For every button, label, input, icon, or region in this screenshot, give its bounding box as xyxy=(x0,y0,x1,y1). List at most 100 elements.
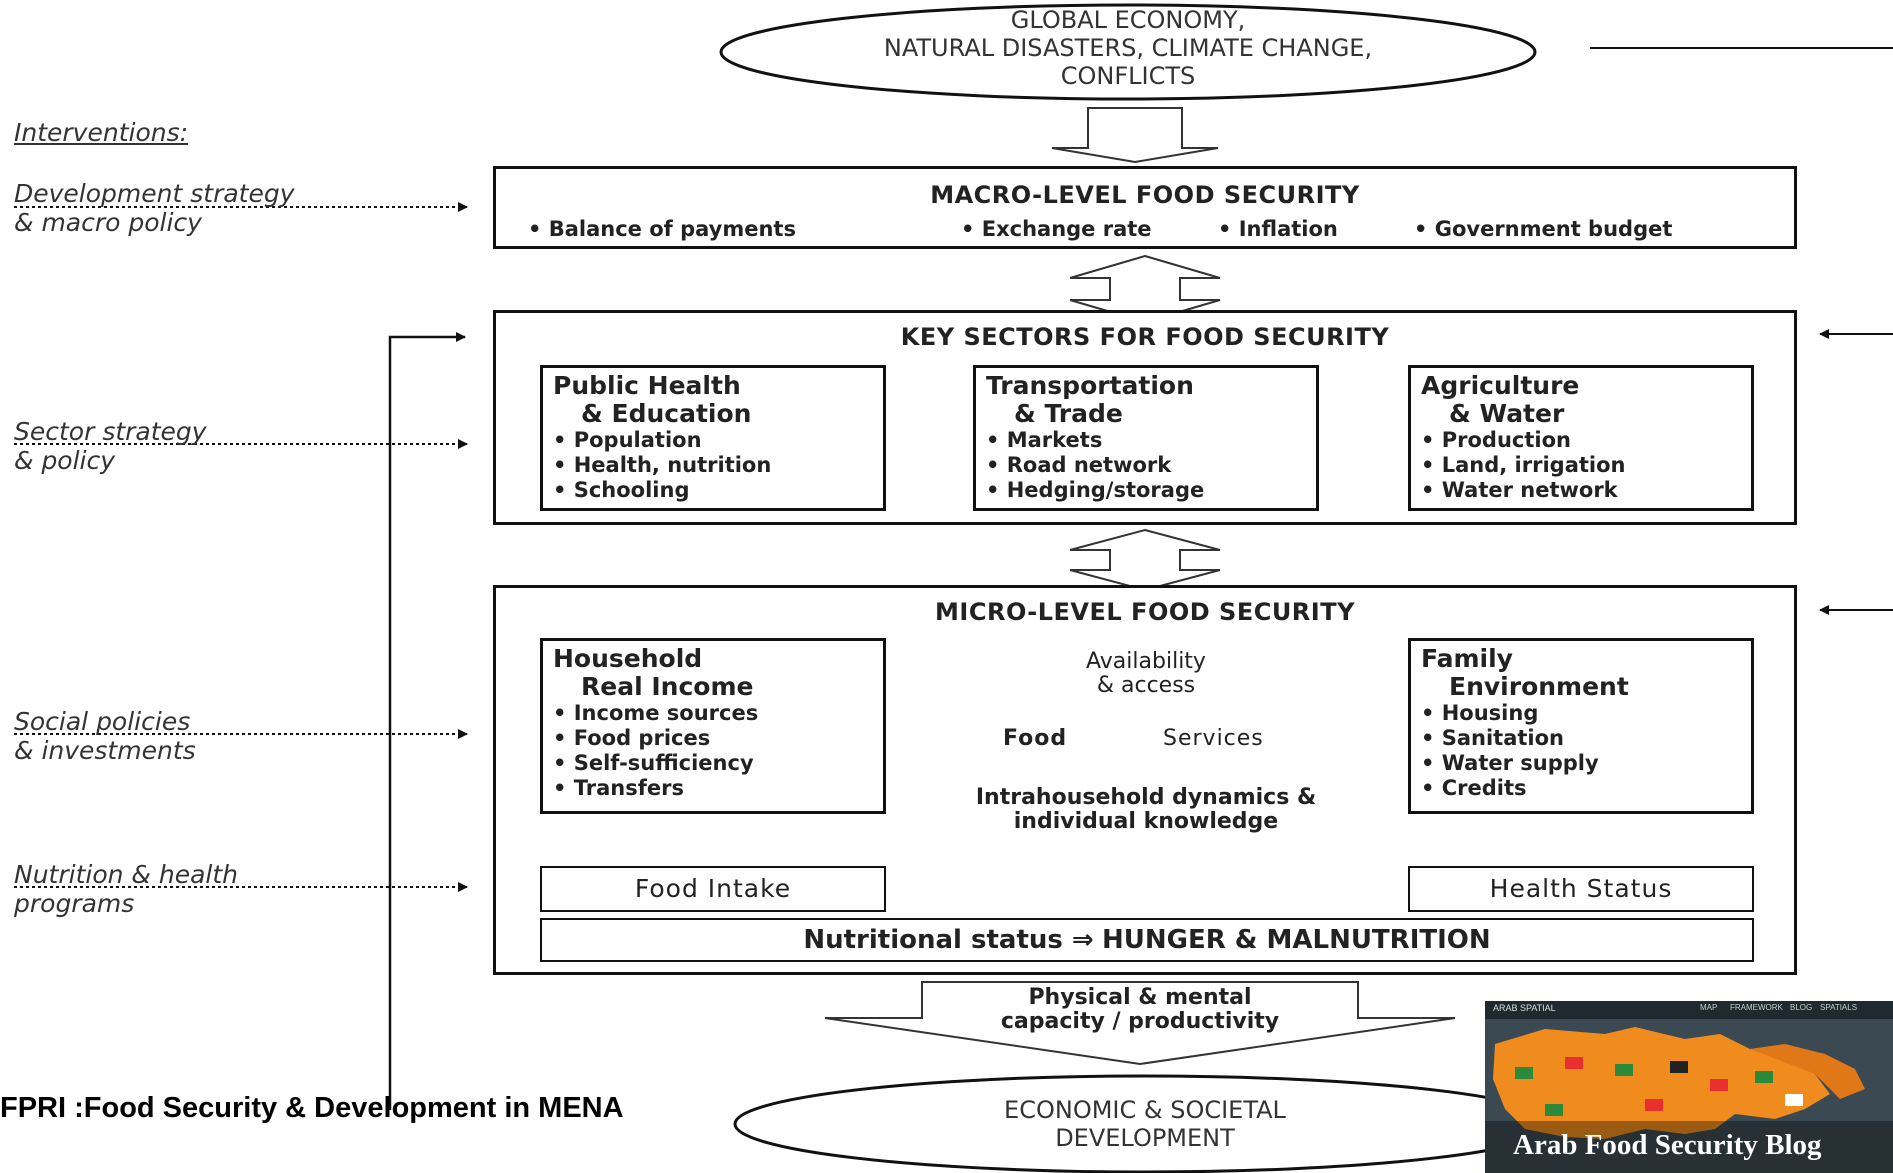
sector-item: • Markets xyxy=(986,428,1103,452)
sector-item: • Water network xyxy=(1421,478,1618,502)
source-caption: FPRI :Food Security & Development in MEN… xyxy=(0,1092,624,1124)
sector-item: • Land, irrigation xyxy=(1421,453,1626,477)
feedback-line xyxy=(388,332,466,1110)
sector-heading-line: Agriculture xyxy=(1421,371,1580,400)
health-status-box: Health Status xyxy=(1408,866,1754,912)
thumbnail-nav-item: BLOG xyxy=(1790,1003,1813,1012)
top-ellipse-line: CONFLICTS xyxy=(1060,62,1196,90)
family-item: • Credits xyxy=(1421,776,1527,800)
capacity-line: Physical & mental xyxy=(1028,985,1252,1010)
intervention-line: Sector strategy xyxy=(14,417,207,446)
thumbnail-nav-item: MAP xyxy=(1700,1003,1718,1012)
down-arrow-to-macro xyxy=(1051,107,1219,164)
bottom-ellipse-line: ECONOMIC & SOCIETAL xyxy=(1004,1096,1286,1124)
sector-health-education: Public Health & Education • Population •… xyxy=(540,365,886,511)
food-label: Food xyxy=(1003,726,1068,751)
sector-heading-line: & Education xyxy=(581,399,752,428)
household-heading-line: Real Income xyxy=(581,672,754,701)
availability-access: Availability & access xyxy=(996,650,1296,698)
sector-transportation-trade: Transportation & Trade • Markets • Road … xyxy=(973,365,1319,511)
capacity-productivity: Physical & mental capacity / productivit… xyxy=(920,986,1360,1034)
sector-item: • Hedging/storage xyxy=(986,478,1205,502)
top-ellipse xyxy=(719,3,1537,101)
thumbnail-navbar: ARAB SPATIAL MAP FRAMEWORK BLOG SPATIALS xyxy=(1485,1001,1893,1019)
capacity-line: capacity / productivity xyxy=(1000,1009,1280,1034)
double-arrow-sectors-micro xyxy=(1069,528,1221,592)
intrahousehold-dynamics: Intrahousehold dynamics & individual kno… xyxy=(906,786,1386,834)
key-sectors-box: KEY SECTORS FOR FOOD SECURITY Public Hea… xyxy=(493,310,1797,525)
sector-heading-line: & Water xyxy=(1449,399,1565,428)
bottom-ellipse-text: ECONOMIC & SOCIETAL DEVELOPMENT xyxy=(845,1096,1445,1152)
top-ellipse-line: GLOBAL ECONOMY, xyxy=(1010,6,1246,34)
household-item: • Income sources xyxy=(553,701,759,725)
sector-heading-line: Public Health xyxy=(553,371,741,400)
availability-line: & access xyxy=(1096,673,1196,698)
household-item: • Self-sufficiency xyxy=(553,751,754,775)
sector-heading-line: & Trade xyxy=(1014,399,1123,428)
top-ellipse-line: NATURAL DISASTERS, CLIMATE CHANGE, xyxy=(883,34,1373,62)
sector-item: • Schooling xyxy=(553,478,690,502)
intervention-social: Social policies & investments xyxy=(14,707,196,765)
family-heading-line: Family xyxy=(1421,644,1513,673)
household-income-box: Household Real Income • Income sources •… xyxy=(540,638,886,814)
bottom-ellipse-line: DEVELOPMENT xyxy=(1055,1124,1235,1152)
interventions-heading: Interventions: xyxy=(14,118,189,147)
family-heading-line: Environment xyxy=(1449,672,1629,701)
household-heading-line: Household xyxy=(553,644,703,673)
nutritional-status-prefix: Nutritional status ⇒ xyxy=(803,925,1094,955)
intervention-sector: Sector strategy & policy xyxy=(14,417,207,475)
macro-item: • Inflation xyxy=(1218,217,1338,241)
nutritional-status-box: Nutritional status ⇒ HUNGER & MALNUTRITI… xyxy=(540,918,1754,962)
services-label: Services xyxy=(1163,726,1264,751)
thumbnail-nav-item: SPATIALS xyxy=(1820,1003,1858,1012)
intervention-line: Social policies xyxy=(14,707,191,736)
sector-heading: Transportation & Trade xyxy=(986,372,1306,428)
household-heading: Household Real Income xyxy=(553,645,873,701)
arab-world-map-image xyxy=(1485,1019,1893,1173)
macro-item: • Exchange rate xyxy=(961,217,1152,241)
sector-heading-line: Transportation xyxy=(986,371,1194,400)
food-intake-box: Food Intake xyxy=(540,866,886,912)
sector-item: • Population xyxy=(553,428,702,452)
thumbnail-brand: ARAB SPATIAL xyxy=(1493,1003,1556,1013)
thumbnail-title: Arab Food Security Blog xyxy=(1513,1129,1822,1161)
macro-item: • Government budget xyxy=(1414,217,1673,241)
sector-item: • Road network xyxy=(986,453,1172,477)
hunger-malnutrition-label: HUNGER & MALNUTRITION xyxy=(1101,925,1491,955)
intervention-line: programs xyxy=(14,889,135,918)
thumbnail-nav-item: FRAMEWORK xyxy=(1730,1003,1783,1012)
sector-heading: Agriculture & Water xyxy=(1421,372,1741,428)
family-item: • Housing xyxy=(1421,701,1539,725)
capacity-arrow xyxy=(824,981,1456,1066)
macro-title: MACRO-LEVEL FOOD SECURITY xyxy=(930,181,1360,209)
intervention-macro: Development strategy & macro policy xyxy=(14,179,295,237)
micro-box: MICRO-LEVEL FOOD SECURITY Household Real… xyxy=(493,585,1797,975)
arab-food-security-blog-thumbnail[interactable]: ARAB SPATIAL MAP FRAMEWORK BLOG SPATIALS… xyxy=(1485,1001,1893,1173)
intra-line: individual knowledge xyxy=(1013,809,1279,834)
household-item: • Transfers xyxy=(553,776,684,800)
intervention-nutrition: Nutrition & health programs xyxy=(14,860,238,918)
intra-line: Intrahousehold dynamics & xyxy=(975,785,1317,810)
macro-box: MACRO-LEVEL FOOD SECURITY • Balance of p… xyxy=(493,166,1797,249)
top-ellipse-text: GLOBAL ECONOMY, NATURAL DISASTERS, CLIMA… xyxy=(728,6,1528,90)
availability-line: Availability xyxy=(1086,649,1206,674)
sector-item: • Production xyxy=(1421,428,1571,452)
sector-item: • Health, nutrition xyxy=(553,453,772,477)
intervention-line: Development strategy xyxy=(14,179,295,208)
key-sectors-title: KEY SECTORS FOR FOOD SECURITY xyxy=(900,323,1390,351)
family-environment-box: Family Environment • Housing • Sanitatio… xyxy=(1408,638,1754,814)
intervention-line: & policy xyxy=(14,446,116,475)
sector-agriculture-water: Agriculture & Water • Production • Land,… xyxy=(1408,365,1754,511)
micro-title: MICRO-LEVEL FOOD SECURITY xyxy=(935,598,1355,626)
intervention-line: & investments xyxy=(14,736,196,765)
intervention-line: Nutrition & health xyxy=(14,860,238,889)
family-item: • Sanitation xyxy=(1421,726,1565,750)
household-item: • Food prices xyxy=(553,726,711,750)
sector-heading: Public Health & Education xyxy=(553,372,873,428)
macro-item: • Balance of payments xyxy=(528,217,796,241)
intervention-line: & macro policy xyxy=(14,208,202,237)
thumbnail-title-bar xyxy=(1485,1121,1893,1173)
family-heading: Family Environment xyxy=(1421,645,1741,701)
family-item: • Water supply xyxy=(1421,751,1599,775)
